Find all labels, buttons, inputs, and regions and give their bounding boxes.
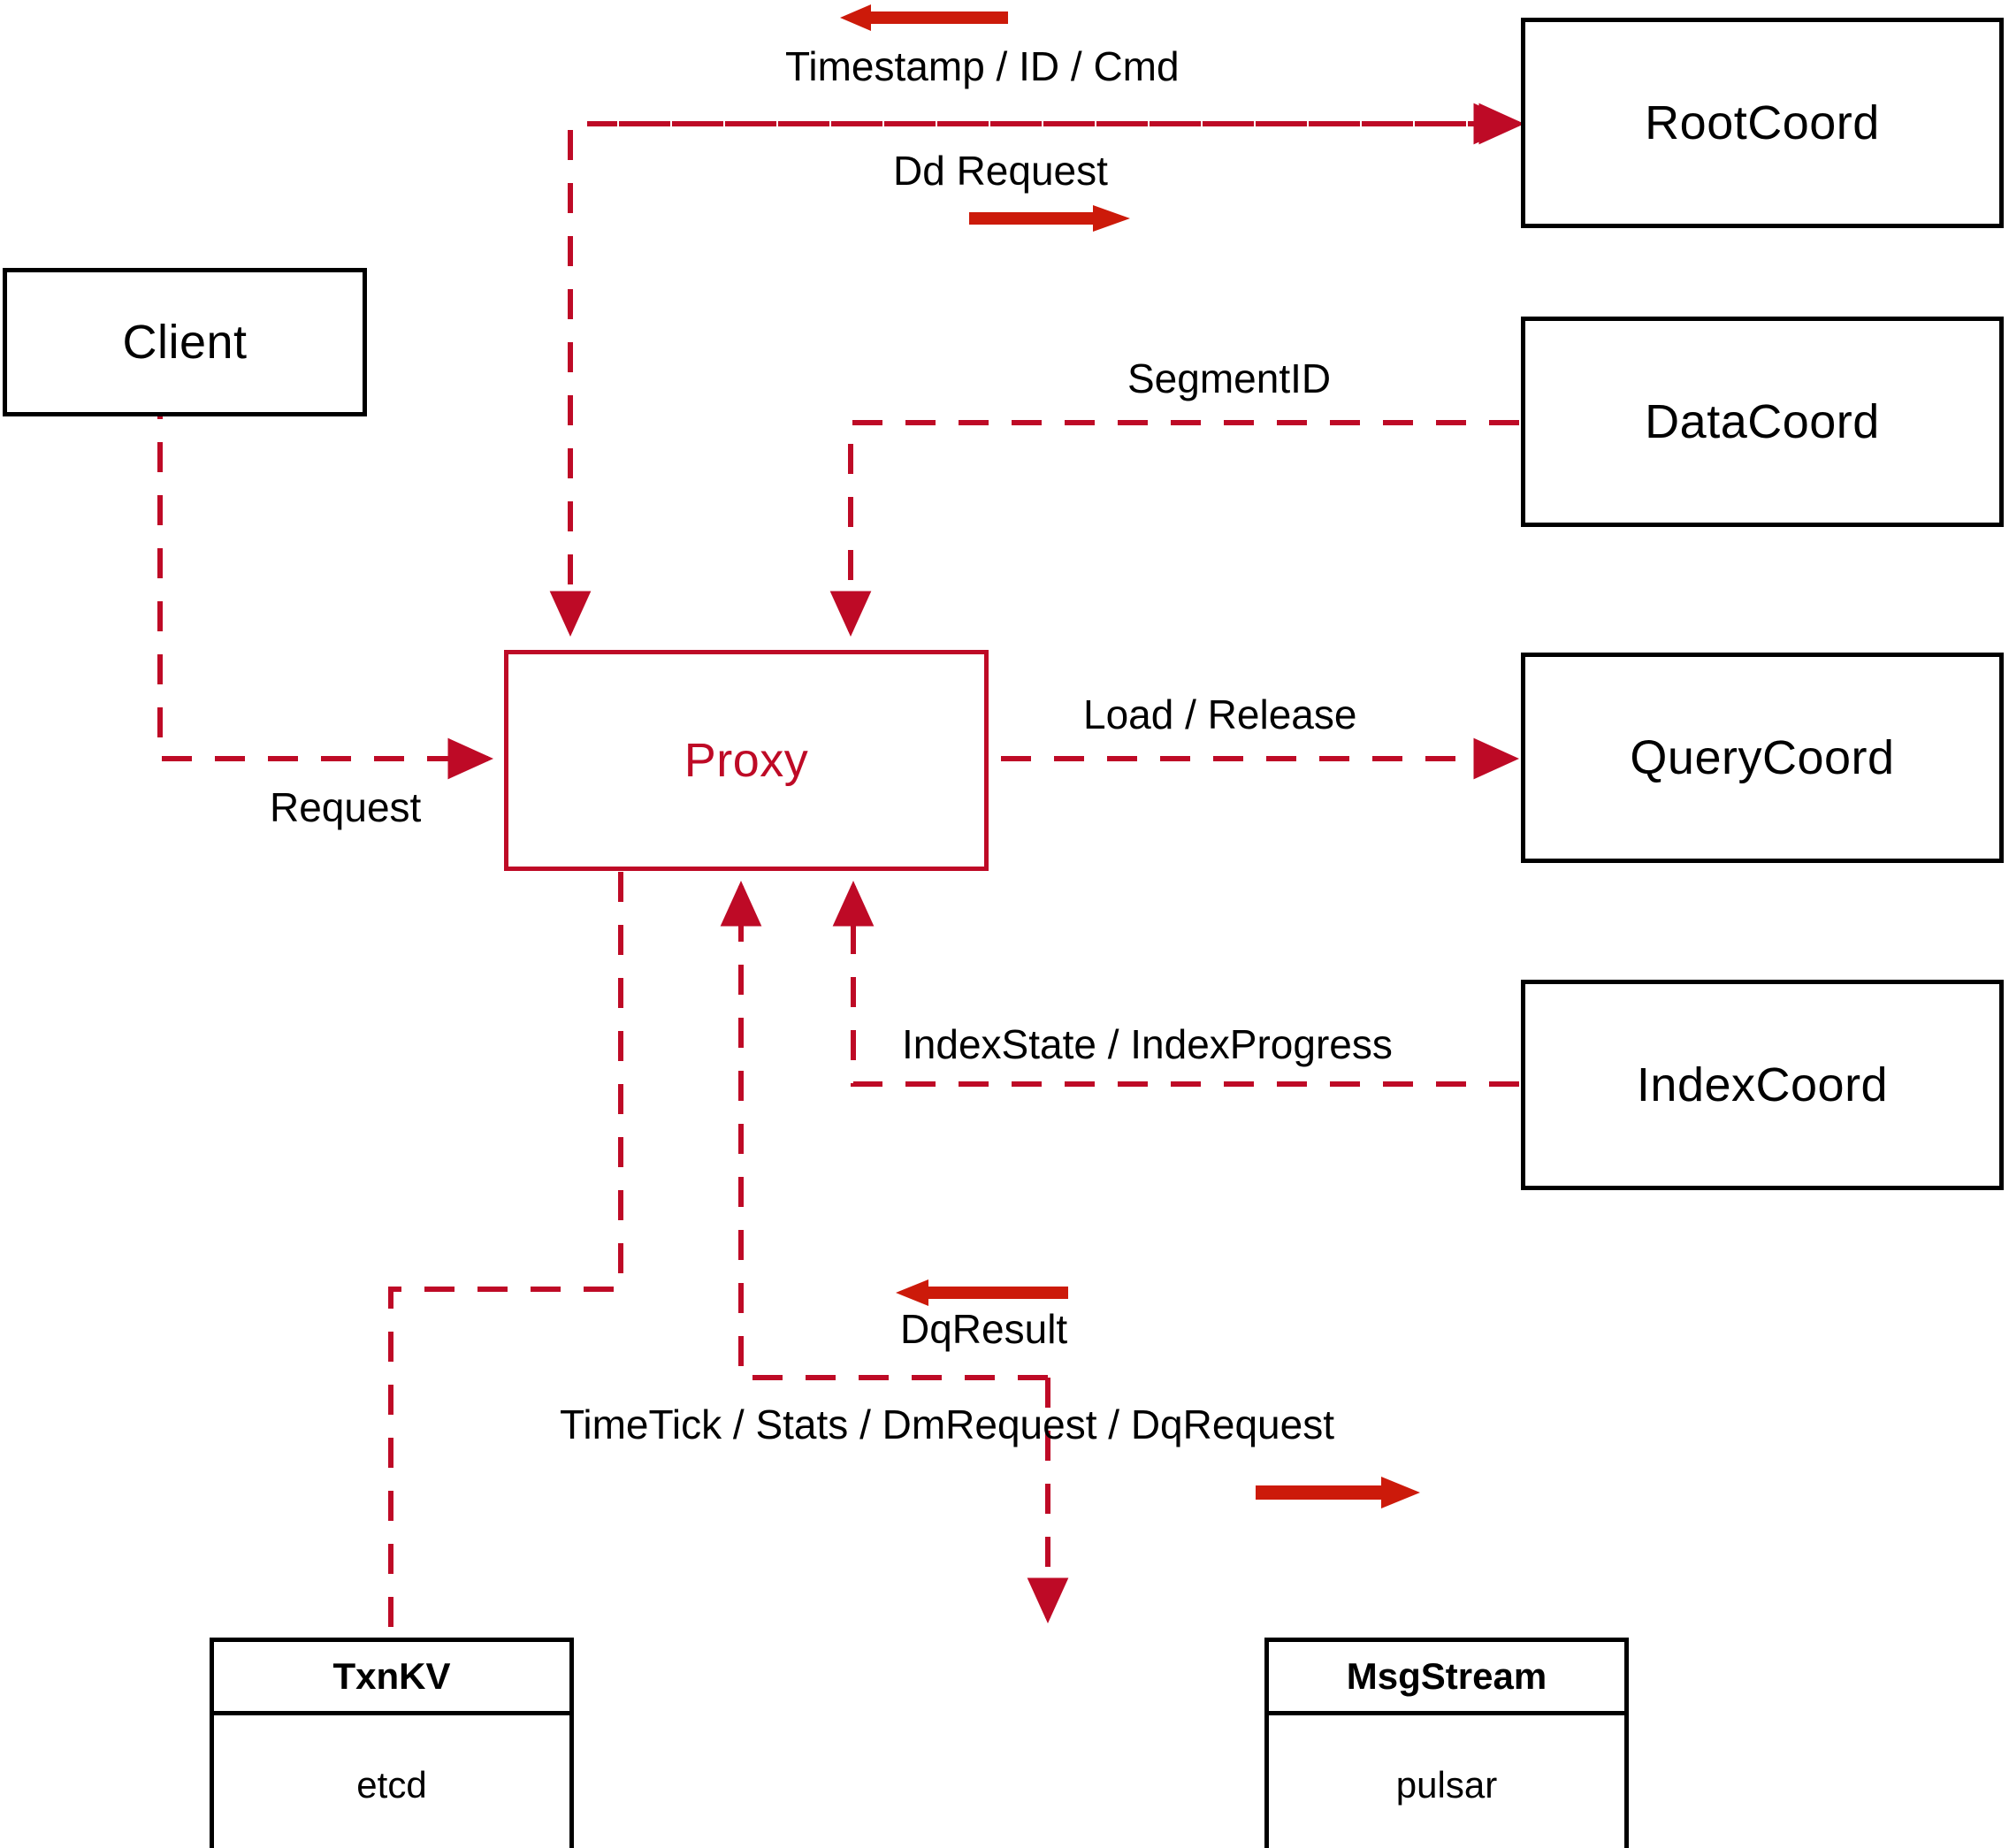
edge-msgstream-to-proxy — [720, 880, 1048, 1380]
edge-label-timestamp-id-cmd: Timestamp / ID / Cmd — [785, 43, 1180, 89]
dd-request-direction-arrow — [969, 205, 1130, 232]
node-txnkv-body-label: etcd — [356, 1763, 427, 1806]
timestamp-direction-arrow — [840, 4, 1008, 31]
edge-label-indexstate: IndexState / IndexProgress — [902, 1021, 1393, 1067]
node-querycoord-label: QueryCoord — [1630, 731, 1895, 784]
node-client[interactable]: Client — [3, 268, 367, 416]
edge-indexcoord-to-proxy — [832, 880, 1519, 1087]
edge-label-dd-request: Dd Request — [893, 148, 1108, 194]
node-datacoord-label: DataCoord — [1645, 395, 1880, 448]
edge-proxy-to-txnkv — [388, 872, 623, 1638]
node-msgstream-body-label: pulsar — [1395, 1763, 1498, 1806]
edge-label-timetick: TimeTick / Stats / DmRequest / DqRequest — [560, 1401, 1334, 1447]
node-msgstream-header: MsgStream — [1269, 1642, 1624, 1715]
timetick-direction-arrow — [1256, 1477, 1420, 1508]
edge-label-request: Request — [270, 784, 422, 830]
node-rootcoord[interactable]: RootCoord — [1521, 18, 2004, 228]
node-msgstream-header-label: MsgStream — [1346, 1655, 1547, 1697]
node-indexcoord-label: IndexCoord — [1636, 1058, 1889, 1111]
node-proxy[interactable]: Proxy — [504, 650, 989, 871]
node-txnkv-header-label: TxnKV — [332, 1655, 451, 1697]
dqresult-direction-arrow — [896, 1279, 1068, 1306]
node-datacoord[interactable]: DataCoord — [1521, 317, 2004, 527]
node-txnkv-body: etcd — [214, 1715, 569, 1848]
node-client-label: Client — [122, 316, 248, 369]
node-querycoord[interactable]: QueryCoord — [1521, 653, 2004, 863]
edge-client-to-proxy — [157, 389, 494, 780]
edge-label-load-release: Load / Release — [1083, 691, 1357, 737]
node-msgstream-body: pulsar — [1269, 1715, 1624, 1848]
edge-datacoord-to-proxy — [829, 420, 1519, 638]
edge-label-segmentid: SegmentID — [1127, 355, 1332, 401]
node-msgstream[interactable]: MsgStream pulsar — [1264, 1638, 1629, 1848]
node-txnkv[interactable]: TxnKV etcd — [210, 1638, 574, 1848]
node-proxy-label: Proxy — [684, 734, 809, 787]
edge-rootcoord-to-proxy — [549, 121, 1519, 638]
edge-label-dqresult: DqResult — [900, 1306, 1068, 1352]
direction-arrow-group — [840, 4, 1420, 1508]
node-rootcoord-label: RootCoord — [1645, 96, 1880, 149]
node-txnkv-header: TxnKV — [214, 1642, 569, 1715]
node-indexcoord[interactable]: IndexCoord — [1521, 980, 2004, 1190]
